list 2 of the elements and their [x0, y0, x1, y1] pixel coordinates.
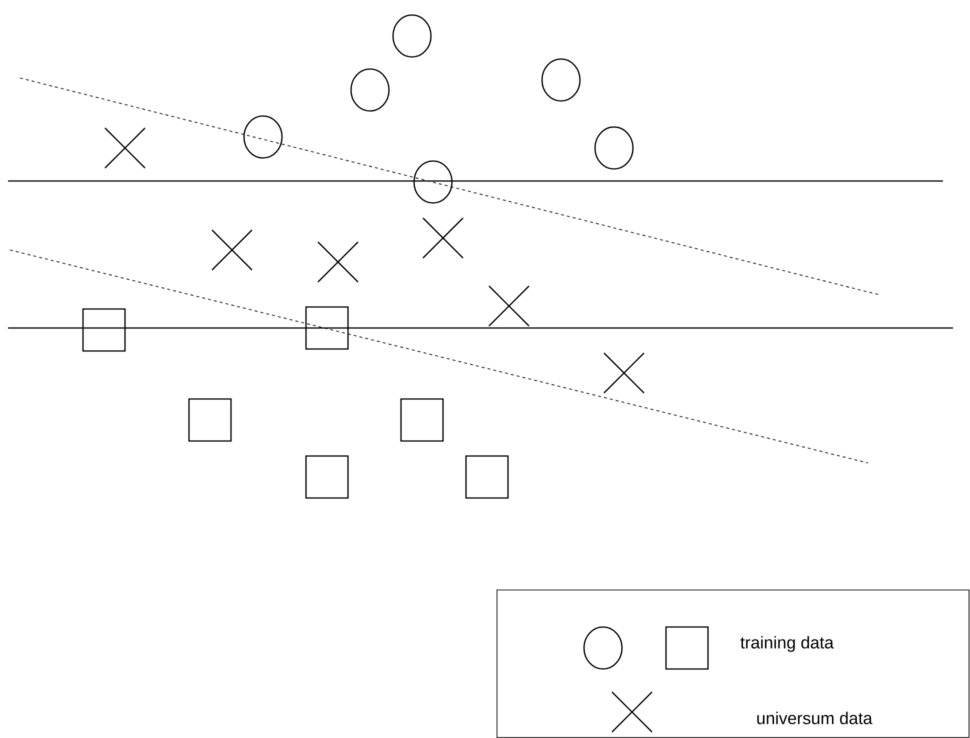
legend-text: universum data: [757, 712, 872, 724]
legend-text: training data: [740, 636, 834, 652]
